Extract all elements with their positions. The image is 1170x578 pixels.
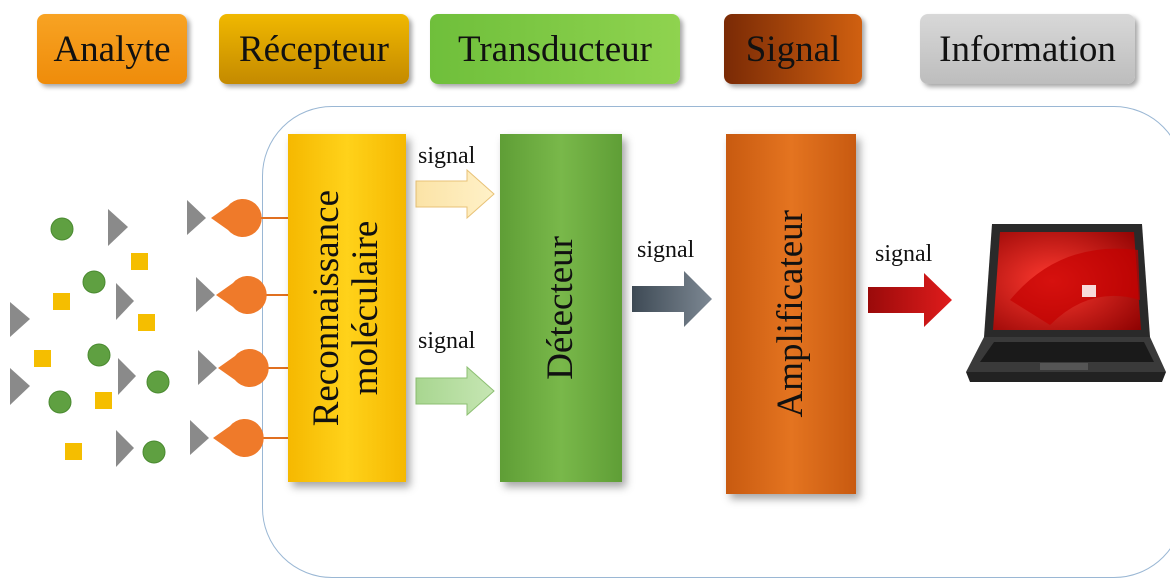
arrow-signal-bottom <box>415 365 495 417</box>
receptor <box>198 349 269 387</box>
analyte-triangles <box>10 209 136 467</box>
detector-label: Détecteur <box>539 236 581 380</box>
analyte-squares <box>34 253 155 460</box>
arrow-signal-top <box>415 168 495 220</box>
analyte-square <box>131 253 148 270</box>
arrow-signal-detector <box>632 271 712 327</box>
analyte-square <box>95 392 112 409</box>
receptor <box>196 276 267 315</box>
analyte-triangle <box>108 209 128 246</box>
legend-transducteur: Transducteur <box>430 14 680 84</box>
laptop-icon <box>966 224 1166 382</box>
receptor <box>187 199 262 238</box>
recognition-box: Reconnaissance moléculaire <box>288 134 406 482</box>
legend-recepteur: Récepteur <box>219 14 409 84</box>
analyte-triangle <box>116 283 134 320</box>
analyte-circle <box>87 343 111 367</box>
legend-analyte: Analyte <box>37 14 187 84</box>
signal-label-detector: signal <box>637 237 695 263</box>
legend-information: Information <box>920 14 1135 84</box>
analyte-square <box>65 443 82 460</box>
analyte-circle <box>142 440 166 464</box>
analyte-circle <box>48 390 72 414</box>
analyte-square <box>53 293 70 310</box>
analyte-triangle <box>10 368 30 405</box>
analyte-triangle <box>116 430 134 467</box>
diagram-graphics <box>10 168 1166 467</box>
analyte-triangle <box>118 358 136 395</box>
arrow-signal-amplifier <box>868 273 952 327</box>
receptor-connectors <box>232 217 288 439</box>
signal-label-amplifier: signal <box>875 241 933 267</box>
analyte-circle <box>146 370 170 394</box>
analyte-circle <box>50 217 74 241</box>
analyte-circles <box>48 217 170 464</box>
analyte-circle <box>82 270 106 294</box>
analyte-square <box>34 350 51 367</box>
analyte-triangle <box>10 302 30 337</box>
signal-label-bottom: signal <box>418 328 476 354</box>
receptor <box>190 419 264 457</box>
recognition-label: Reconnaissance moléculaire <box>306 189 386 427</box>
signal-label-top: signal <box>418 143 476 169</box>
detector-box: Détecteur <box>500 134 622 482</box>
amplifier-box: Amplificateur <box>726 134 856 494</box>
analyte-square <box>138 314 155 331</box>
legend-signal: Signal <box>724 14 862 84</box>
amplifier-label: Amplificateur <box>769 210 811 418</box>
